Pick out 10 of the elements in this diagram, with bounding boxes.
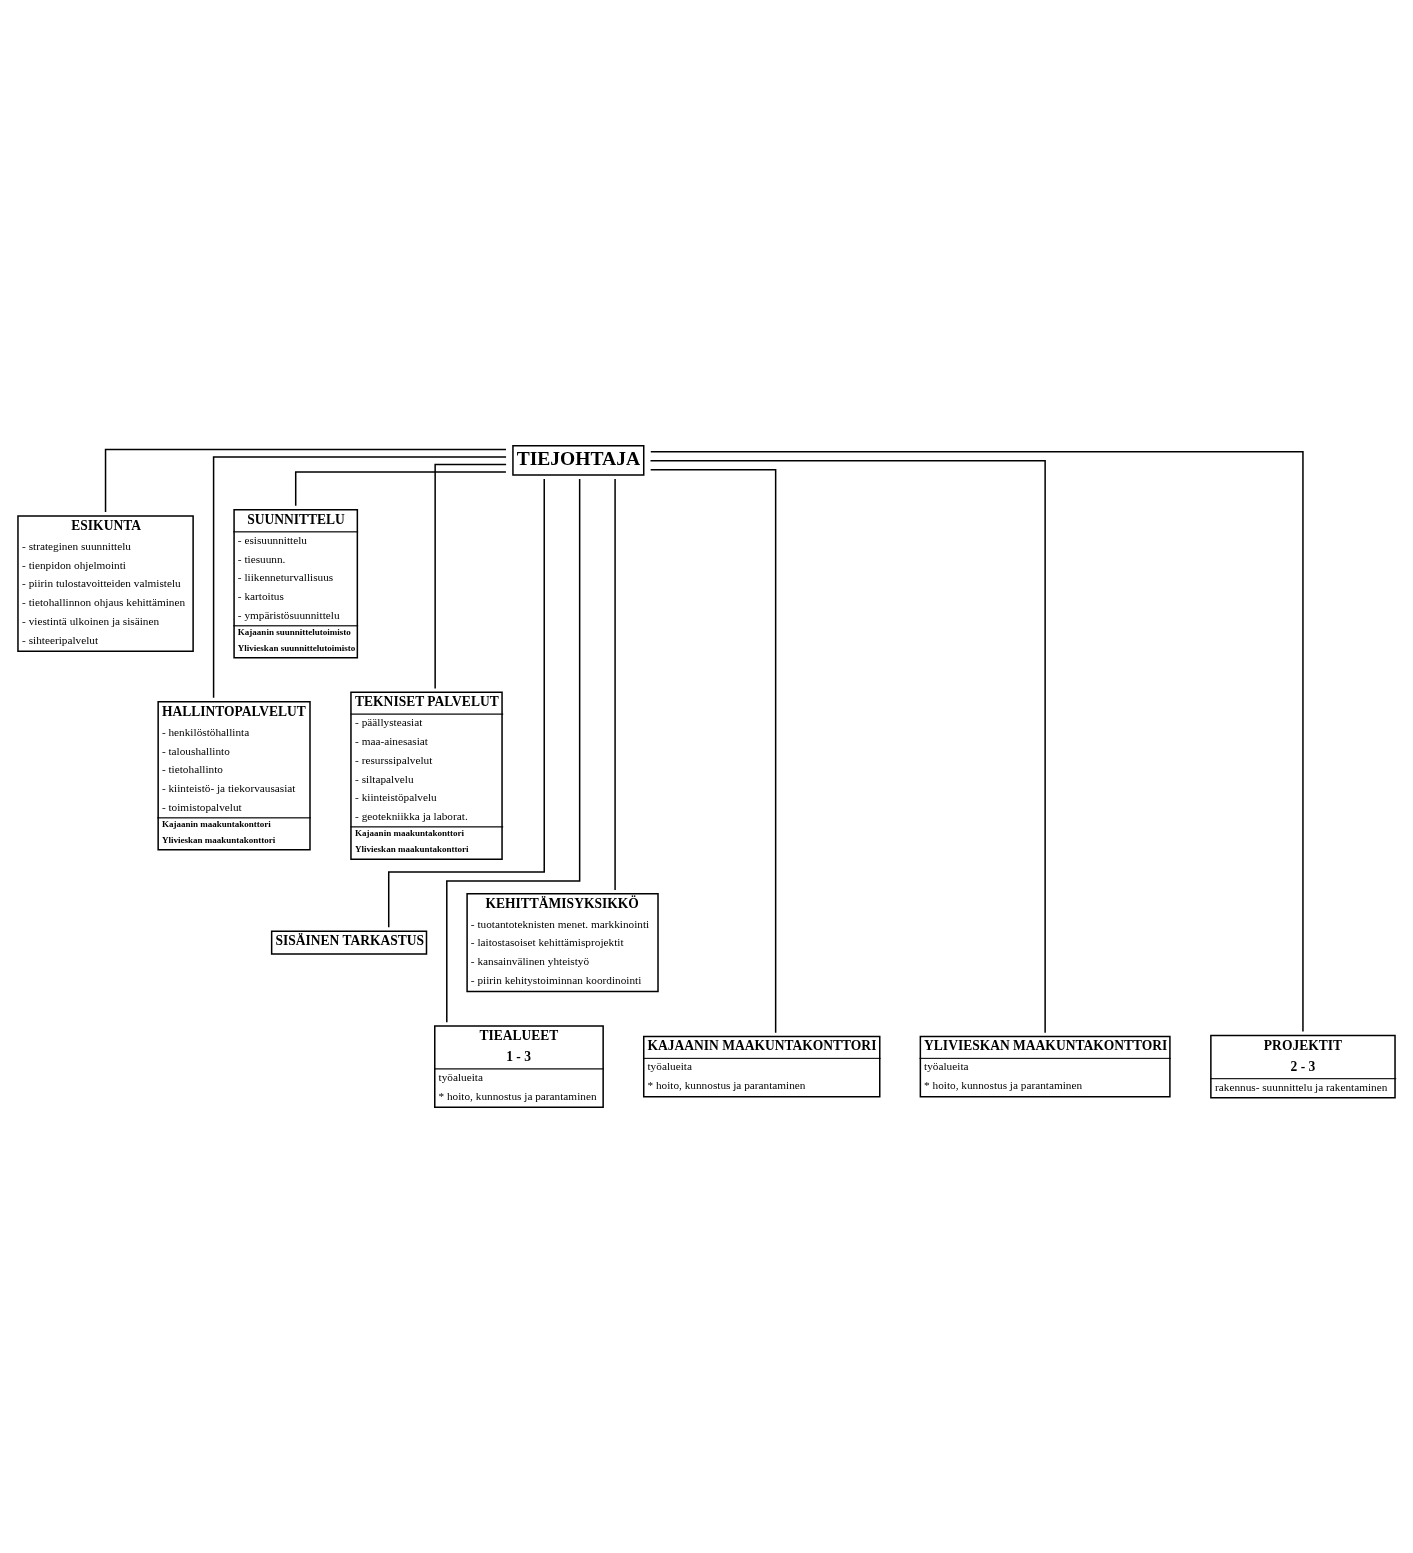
connector xyxy=(650,451,1304,1033)
connector xyxy=(649,469,777,1034)
connector xyxy=(388,478,545,929)
connector xyxy=(104,448,507,513)
connector xyxy=(649,460,1046,1034)
connector xyxy=(434,463,507,690)
connector xyxy=(614,478,616,891)
connector xyxy=(212,456,507,699)
connector xyxy=(294,471,507,507)
connector xyxy=(446,478,581,1023)
